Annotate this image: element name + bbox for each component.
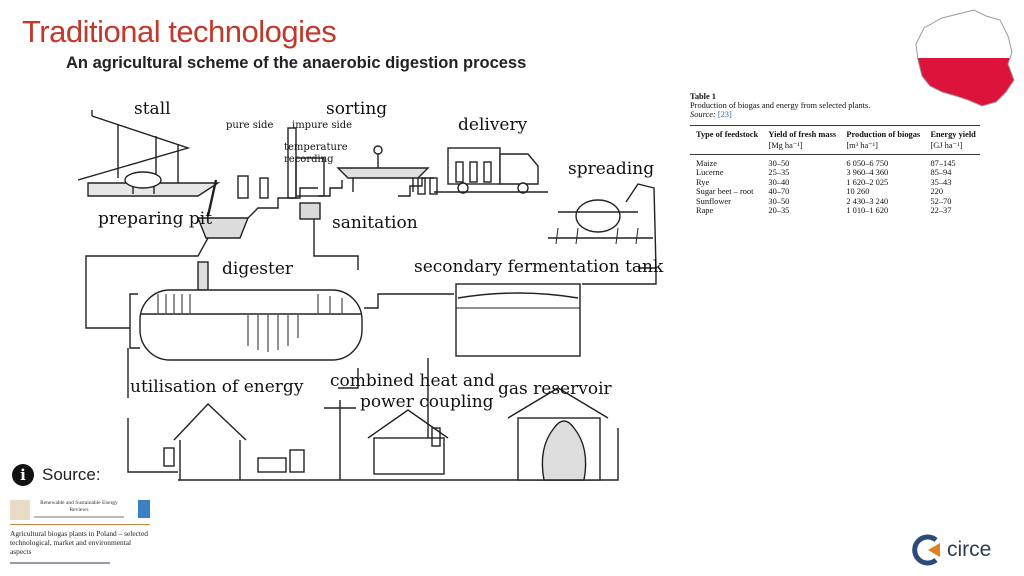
paper-title: Agricultural biogas plants in Poland – s… [10, 529, 148, 556]
table-cell: 10 260 [846, 187, 870, 197]
journal-name: Renewable and Sustainable Energy Reviews [40, 500, 118, 513]
label-recording: recording [284, 154, 334, 165]
sorting-illustration [237, 127, 438, 220]
label-gas-reservoir: gas reservoir [498, 379, 613, 399]
paper-header: Renewable and Sustainable Energy Reviews [10, 498, 150, 525]
table-caption: Production of biogas and energy from sel… [690, 101, 871, 110]
table-cell: 2 430–3 240 [846, 196, 889, 206]
table-source-link[interactable]: [23] [717, 110, 732, 119]
table-cell: Rye [696, 177, 710, 187]
stall-illustration [78, 110, 221, 197]
table-cell: 3 960–4 360 [846, 168, 889, 178]
label-utilisation-of-energy: utilisation of energy [130, 377, 304, 397]
table-cell: 35–43 [930, 177, 952, 187]
table-row: Rape 20–35 1 010–1 620 22–37 [690, 206, 980, 215]
utilisation-energy-illustration [163, 403, 305, 480]
table-header: Production of biogas [840, 125, 925, 140]
label-preparing-pit: preparing pit [98, 209, 212, 229]
gas-reservoir-illustration [507, 387, 609, 481]
label-spreading: spreading [568, 159, 654, 179]
flag-white-band [916, 10, 1014, 58]
table-unit: [m³ ha⁻¹] [840, 140, 925, 155]
paper-authors-line [10, 562, 110, 564]
source-label: Source: [42, 465, 101, 484]
page-subtitle: An agricultural scheme of the anaerobic … [66, 54, 527, 72]
table-number: Table 1 [690, 92, 716, 101]
label-combined-heat-and: combined heat and [330, 371, 495, 391]
digester-illustration [139, 261, 363, 361]
table-cell: 30–50 [768, 159, 790, 168]
biogas-table: Table 1 Production of biogas and energy … [690, 92, 980, 215]
table-source: Source: [23] [690, 110, 980, 119]
table-row: Maize 30–50 6 050–6 750 87–145 [690, 155, 980, 169]
label-pure-side: pure side [226, 120, 273, 131]
table-row: Rye 30–40 1 620–2 025 35–43 [690, 178, 980, 187]
info-icon: i [12, 464, 34, 486]
table-cell: 22–37 [930, 206, 952, 216]
table-cell: 1 620–2 025 [846, 177, 889, 187]
table-cell: Lucerne [696, 168, 724, 178]
table-header: Yield of fresh mass [762, 125, 841, 140]
label-stall: stall [134, 99, 171, 119]
table-cell: 6 050–6 750 [846, 159, 889, 168]
table-unit [690, 140, 763, 155]
label-temperature: temperature [284, 142, 348, 153]
table-header: Type of feedstock [690, 125, 763, 140]
page-title: Traditional technologies [22, 14, 337, 49]
table-cell: 25–35 [768, 168, 790, 178]
table-cell: 52–70 [930, 196, 952, 206]
table-row: Sunflower 30–50 2 430–3 240 52–70 [690, 197, 980, 206]
table-cell: 220 [930, 187, 943, 197]
label-sorting: sorting [326, 99, 387, 119]
label-sanitation: sanitation [332, 213, 418, 233]
source-row: i Source: [12, 464, 101, 486]
preparing-pit-illustration [196, 179, 318, 239]
label-secondary-fermentation-tank: secondary fermentation tank [414, 257, 664, 277]
table-cell: 87–145 [930, 159, 956, 168]
table-cell: Rape [696, 206, 714, 216]
circe-logo-icon [912, 534, 940, 566]
delivery-truck-illustration [434, 147, 548, 194]
table-cell: Maize [696, 159, 717, 168]
circe-logo: circe [912, 534, 991, 566]
anaerobic-digestion-diagram: stall sorting delivery pure side impure … [78, 99, 664, 481]
table-cell: 20–35 [768, 206, 790, 216]
journal-info-line [34, 516, 124, 518]
table-cell: Sunflower [696, 196, 731, 206]
table-cell: 30–40 [768, 177, 790, 187]
spreading-illustration [548, 183, 657, 269]
table-cell: Sugar beet – root [696, 187, 754, 197]
data-table: Type of feedstock Yield of fresh mass Pr… [690, 125, 980, 215]
journal-cover-icon [138, 500, 150, 518]
secondary-fermentation-tank-illustration [455, 283, 581, 357]
poland-flag-map [915, 9, 1015, 107]
table-cell: 40–70 [768, 187, 790, 197]
table-cell: 1 010–1 620 [846, 206, 889, 216]
chp-illustration [324, 400, 449, 480]
table-unit: [GJ ha⁻¹] [924, 140, 980, 155]
label-digester: digester [222, 259, 294, 279]
circe-logo-text: circe [947, 538, 992, 561]
elsevier-logo-icon [10, 500, 30, 520]
label-impure-side: impure side [292, 120, 352, 131]
table-unit: [Mg ha⁻¹] [762, 140, 841, 155]
label-delivery: delivery [458, 115, 528, 135]
table-cell: 30–50 [768, 196, 790, 206]
label-power-coupling: power coupling [360, 392, 494, 412]
table-cell: 85–94 [930, 168, 952, 178]
table-row: Sugar beet – root 40–70 10 260 220 [690, 187, 980, 196]
paper-thumbnail[interactable]: Renewable and Sustainable Energy Reviews… [10, 498, 150, 568]
table-row: Lucerne 25–35 3 960–4 360 85–94 [690, 168, 980, 177]
table-header: Energy yield [924, 125, 980, 140]
table-source-label: Source: [690, 110, 716, 119]
